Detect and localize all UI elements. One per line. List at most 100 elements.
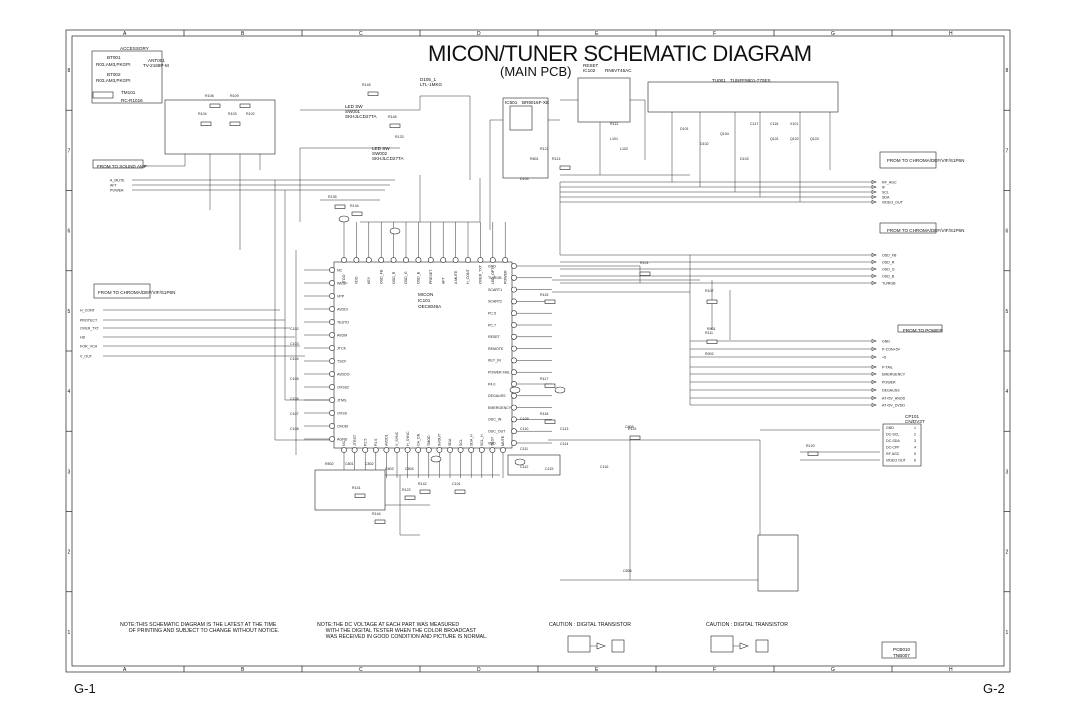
left-signal-label: AFT <box>110 183 118 187</box>
reset-ic <box>577 77 631 123</box>
component-ref-label: R141 <box>352 486 361 490</box>
tuner-module <box>647 81 839 113</box>
resistor <box>389 123 401 128</box>
component-ref-label: D101 <box>680 127 689 131</box>
reference-marker <box>514 458 526 466</box>
row-label-left: 3 <box>68 469 71 475</box>
col-label-bottom: G <box>831 667 835 673</box>
micon-pin-label: JTMS <box>337 398 347 402</box>
micon-pin-label: AGND <box>337 437 348 441</box>
row-label-right: 4 <box>1006 389 1009 395</box>
micon-pin-label: EMERGENCY <box>488 406 512 410</box>
resistor <box>629 435 641 440</box>
accessory-item: RC-R1016 <box>121 98 143 103</box>
accessory-item: BT002 <box>107 72 121 77</box>
right-signal-label: P-CON+5V <box>882 347 901 351</box>
micon-pin <box>329 267 335 273</box>
micon-pin-label: JTDO <box>342 274 346 284</box>
micon-pin <box>365 257 372 263</box>
micon-pin <box>502 257 509 263</box>
micon-pin <box>383 447 390 453</box>
micon-pin-label: OSD_R <box>392 271 396 284</box>
right-signal-label: IF <box>882 185 886 189</box>
component-ref-label: R145 <box>362 83 371 87</box>
accessory-item: R03,AM3,PKGPI <box>96 78 131 83</box>
micon-pin <box>329 423 335 429</box>
micon-pin <box>404 447 411 453</box>
micon-label-2: IC101 <box>418 298 431 303</box>
signal-arrow <box>871 380 877 384</box>
micon-pin-label: AVDDO <box>337 372 350 376</box>
row-label-right: 5 <box>1006 309 1009 315</box>
reset-circuit-block <box>314 469 386 511</box>
key-switch-block <box>164 99 276 155</box>
component-ref-label: C116 <box>600 465 608 469</box>
micon-pin <box>477 257 484 263</box>
component-ref-label: Q101 <box>770 137 779 141</box>
component-ref-label: R135 <box>328 195 337 199</box>
component-ref-label: C111 <box>520 447 528 451</box>
micon-pin-label: SCL <box>459 439 463 446</box>
component-ref-label: C113 <box>560 427 568 431</box>
micon-pin-label: AVDD1 <box>385 434 389 446</box>
signal-arrow <box>871 347 877 351</box>
eeprom-label-1: IC501 <box>505 100 518 105</box>
micon-pin-label: OVSS2 <box>337 385 349 389</box>
micon-pin-label: OSC_OUT <box>488 430 506 434</box>
signal-arrow <box>871 339 877 343</box>
from-chroma-left-box <box>93 283 151 299</box>
micon-pin <box>465 257 471 263</box>
right-signal-label: OSD_G <box>882 267 895 271</box>
page-number-right: G-2 <box>983 681 1005 696</box>
micon-pin-label: A MUTE <box>454 270 458 284</box>
resistor <box>367 91 379 96</box>
component-ref-label: R901 <box>707 327 716 331</box>
component-boxes <box>91 50 943 659</box>
micon-pin-label: OVDDI <box>337 424 348 428</box>
led-sw1-type: SKHJLCD27TA <box>345 114 377 119</box>
col-label-bottom: H <box>949 667 953 673</box>
micon-pin <box>329 332 335 338</box>
resistor <box>200 121 212 126</box>
from-chroma-left-label: FROM TO CHROMA/DEF/VIF/S1P6N <box>98 290 176 295</box>
micon-pin-label: SCART1 <box>488 288 502 292</box>
micon-pin <box>341 447 347 453</box>
signal-arrow <box>871 355 877 359</box>
signal-arrow <box>871 200 877 204</box>
resistor <box>239 103 251 108</box>
arrow-icon <box>739 642 749 650</box>
from-chroma-top-box <box>879 151 937 169</box>
signal-arrow <box>871 195 877 199</box>
micon-pin-label: LED_OPT <box>491 267 495 284</box>
micon-pin-label: P2.5 <box>363 439 367 446</box>
micon-pin <box>329 410 335 416</box>
right-signal-label: OSD_R <box>882 260 895 264</box>
component-ref-label: R107 <box>705 289 714 293</box>
component-ref-label: C803 <box>385 467 394 471</box>
resistor <box>354 493 366 498</box>
component-ref-label: C105 <box>290 377 299 381</box>
arrow-icon <box>596 642 606 650</box>
micon-pin <box>447 447 453 453</box>
reset-ic-label-1: RESET <box>583 63 599 68</box>
signal-arrow <box>871 396 877 400</box>
resistor <box>334 204 346 209</box>
component-ref-label: R902 <box>705 352 714 356</box>
resistor <box>706 299 718 304</box>
digital-transistor-2 <box>710 635 734 653</box>
micon-pin <box>511 322 517 328</box>
micon-pin <box>478 447 485 453</box>
signal-arrow <box>871 274 877 278</box>
from-chroma-top-label: FROM TO CHROMA/DEF/VIF/S1P6N <box>887 158 965 163</box>
micon-pin-label: OVER_TXT <box>479 264 483 284</box>
right-signal-label: SDA <box>882 195 890 199</box>
reset-ic-label-2: IC102 <box>583 68 596 73</box>
from-power-label: FROM TO POWER <box>903 328 943 333</box>
right-signal-label: AT+5V_DVDD <box>882 403 905 407</box>
micon-pin <box>468 447 475 453</box>
right-signal-label: TU/RGB <box>882 281 896 285</box>
micon-pin <box>511 345 517 352</box>
component-ref-label: R112 <box>610 122 618 126</box>
